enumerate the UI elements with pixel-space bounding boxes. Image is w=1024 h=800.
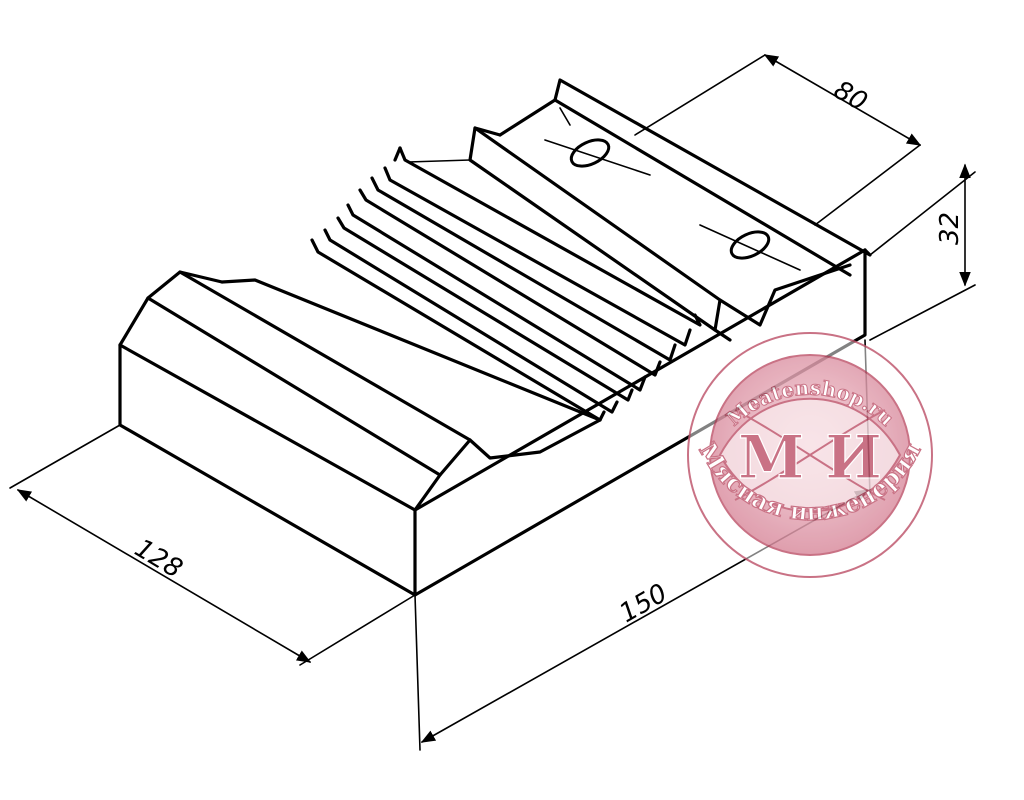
serrated-ribs — [310, 146, 702, 422]
watermark-monogram: М И — [738, 423, 882, 493]
dimension-depth: 128 — [9, 424, 416, 666]
dimension-width-label: 80 — [829, 75, 873, 118]
dimension-height-label: 32 — [935, 212, 965, 245]
watermark-logo: М И Meatenshop.ru Мясная инженерия — [687, 332, 933, 578]
mounting-hole-2 — [699, 224, 801, 271]
dimension-height: 32 — [869, 163, 976, 341]
dimension-width: 80 — [634, 54, 922, 226]
mounting-hole-1 — [544, 107, 651, 176]
dimension-depth-label: 128 — [129, 533, 187, 584]
dimension-length-label: 150 — [615, 578, 673, 629]
